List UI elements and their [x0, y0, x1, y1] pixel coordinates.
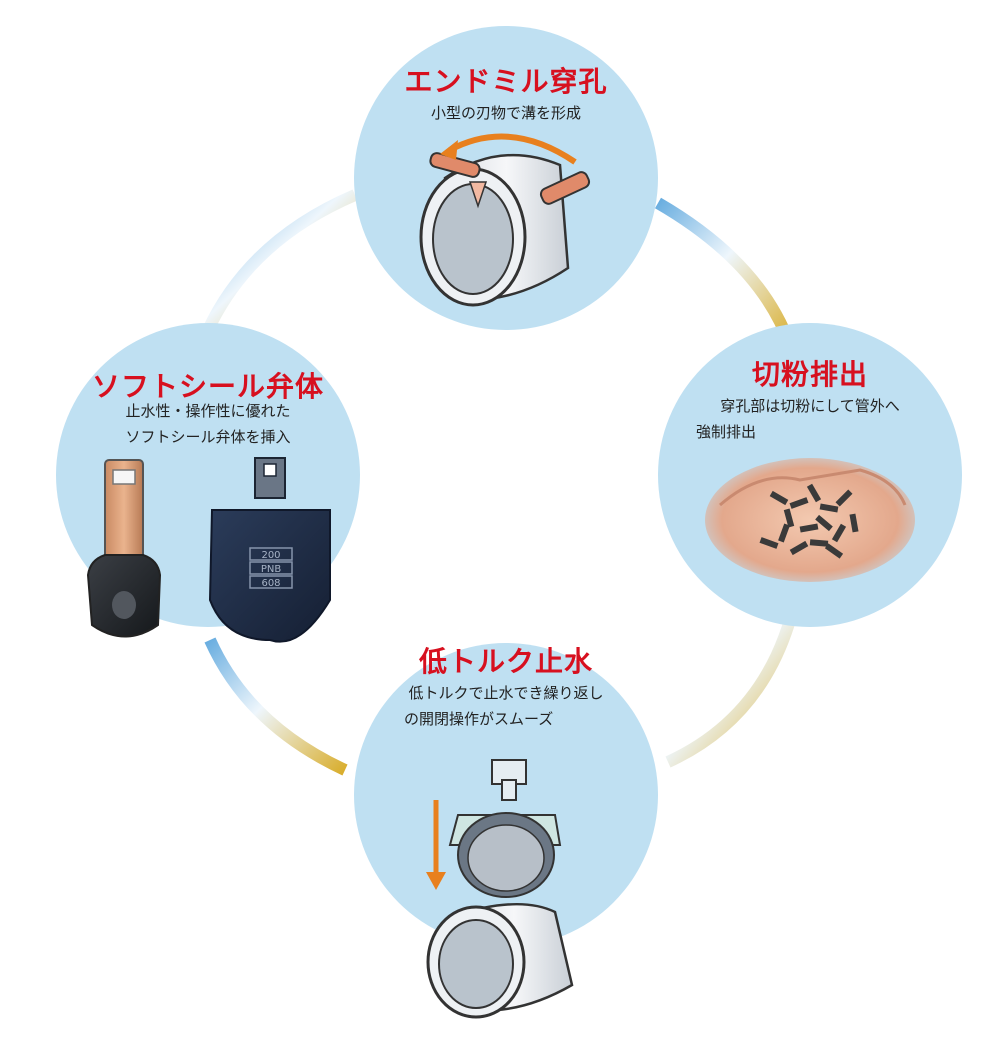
step-desc-soft-seal-line-2: ソフトシール弁体を挿入	[125, 428, 291, 446]
valve-marking-line-2: PNB	[261, 564, 282, 575]
soft-seal-valve-icon: 200 PNB 608	[86, 457, 331, 643]
step-desc-low-torque-line-1: 低トルクで止水でき繰り返し	[408, 684, 604, 702]
ring-arc-top-left	[202, 189, 358, 333]
step-desc-endmill-line-1: 小型の刃物で溝を形成	[430, 104, 581, 122]
valve-marking-line-3: 608	[261, 578, 280, 589]
step-title-endmill: エンドミル穿孔	[404, 65, 608, 98]
step-desc-chip-discharge-line-1: 穿孔部は切粉にして管外へ	[720, 397, 900, 415]
hand-with-chips-icon	[705, 458, 915, 582]
valve-marking-line-1: 200	[261, 550, 280, 561]
ring-arc-bottom-left	[204, 637, 348, 776]
step-title-low-torque: 低トルク止水	[418, 645, 593, 678]
ring-arc-top-right	[654, 197, 796, 348]
step-desc-soft-seal-line-1: 止水性・操作性に優れた	[125, 402, 291, 420]
step-desc-chip-discharge-line-2: 強制排出	[696, 423, 757, 441]
step-title-chip-discharge: 切粉排出	[751, 358, 868, 391]
ring-arc-bottom-right	[665, 618, 796, 768]
valve-closing-pipe-icon	[426, 759, 574, 1019]
step-desc-low-torque-line-2: の開閉操作がスムーズ	[404, 710, 554, 728]
step-title-soft-seal: ソフトシール弁体	[91, 370, 324, 403]
cycle-ring	[202, 189, 796, 776]
pipe-with-endmill-icon	[419, 133, 591, 307]
